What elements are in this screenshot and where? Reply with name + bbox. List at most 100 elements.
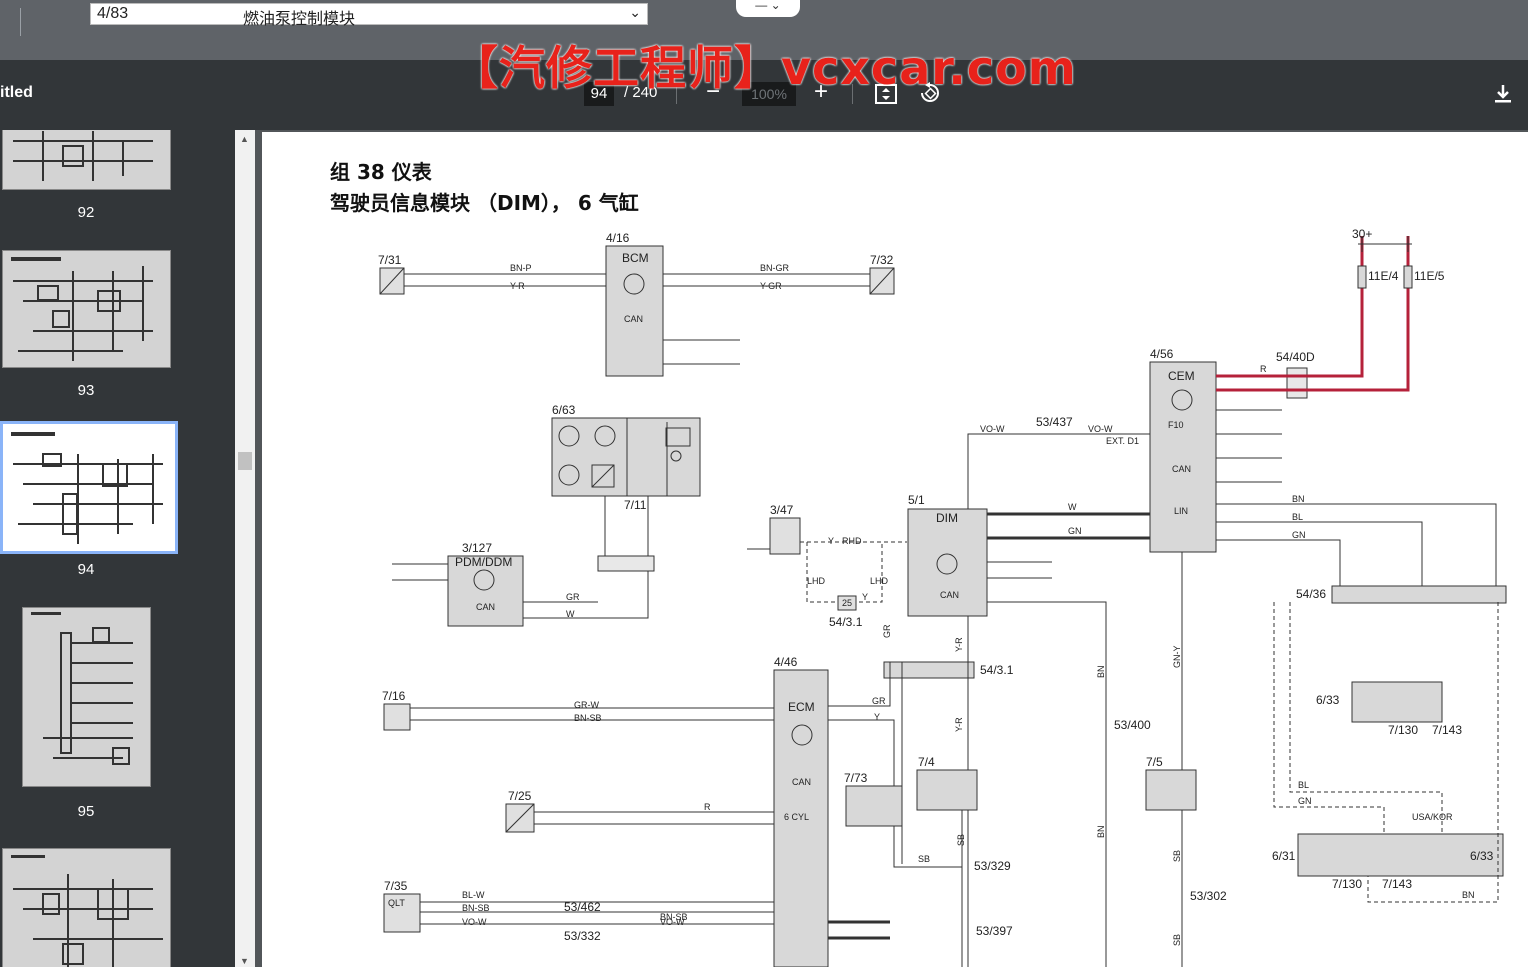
pdf-select-name: 燃油泵控制模块: [243, 11, 356, 28]
cem-name: CEM: [1168, 369, 1195, 383]
splice-label: 54/3.1: [829, 615, 863, 629]
gauge-ref: 6/63: [552, 403, 576, 417]
pdm-ref: 3/127: [462, 541, 492, 555]
divider: [676, 84, 677, 104]
wire-label: VO-W: [980, 424, 1005, 434]
wire-label: VO-W: [462, 917, 487, 927]
scroll-down-icon[interactable]: ▼: [240, 956, 249, 966]
floating-control[interactable]: — ⌄: [736, 0, 800, 17]
connector-label: 7/4: [918, 755, 935, 769]
cem-can: CAN: [1172, 464, 1191, 474]
bcm-ref: 4/16: [606, 231, 630, 245]
thumbnail-label: 95: [77, 803, 95, 820]
connector-label: 7/31: [378, 253, 402, 267]
wire-label: BN-GR: [760, 263, 790, 273]
thumbnail-page[interactable]: [2, 848, 171, 967]
connector-label: 7/16: [382, 689, 406, 703]
watermark: 【汽修工程师】vcxcar.com: [452, 41, 1077, 95]
thumbnail-sidebar: 92 93 94 95: [0, 130, 235, 967]
splice-label: 25: [842, 598, 852, 608]
wire-label: GN-Y: [1172, 646, 1182, 669]
fit-page-icon[interactable]: [875, 84, 897, 109]
ecm-can: CAN: [792, 777, 811, 787]
connector-label: 54/36: [1296, 587, 1326, 601]
zoom-input[interactable]: 100%: [742, 82, 796, 106]
ecm-cyl: 6 CYL: [784, 812, 809, 822]
wire-label: GR: [872, 696, 886, 706]
wire-label: Y-R: [510, 281, 525, 291]
page-number-input[interactable]: 94: [584, 82, 614, 106]
connector-label: 7/143: [1382, 877, 1412, 891]
pdm-module: [447, 555, 524, 627]
document-title: itled: [0, 84, 33, 101]
scrollbar-thumb[interactable]: [238, 452, 252, 470]
wire-label: BN: [1096, 825, 1106, 838]
gauge-subref: 7/11: [624, 498, 647, 512]
wire-label: BL: [1292, 512, 1303, 522]
connector-label: 7/35: [384, 879, 408, 893]
bcm-name: BCM: [622, 251, 649, 265]
wire-label: GR: [566, 592, 580, 602]
splice-label: 53/397: [976, 924, 1013, 938]
pdf-select-page: 4/83: [97, 5, 129, 22]
fuse-label: 11E/5: [1414, 269, 1445, 283]
connector-label: 7/130: [1332, 877, 1362, 891]
wire-label: LHD: [807, 576, 826, 586]
page-heading-group: 组 38 仪表: [330, 160, 432, 184]
cem-lin: LIN: [1174, 506, 1188, 516]
wire-label: BN-SB: [574, 713, 602, 723]
wire-label: VO-W: [1088, 424, 1113, 434]
cem-ref: 4/56: [1150, 347, 1174, 361]
wire-label: Y: [862, 592, 868, 602]
pdf-select[interactable]: 4/83 燃油泵控制模块 ⌄: [90, 3, 648, 28]
splice-label: 53/462: [564, 900, 601, 914]
power-label: 30+: [1352, 227, 1372, 241]
wire-label: GN: [1068, 526, 1082, 536]
dim-module: [907, 508, 988, 617]
wire-label: VO-W: [660, 917, 685, 927]
page-heading-title: 驾驶员信息模块 （DIM）， 6 气缸: [330, 191, 639, 215]
wire-label: Y: [828, 536, 834, 546]
connector-label: 7/32: [870, 253, 894, 267]
connector-label: 7/143: [1432, 723, 1462, 737]
download-icon[interactable]: [1494, 84, 1512, 109]
wire-label: BN: [1462, 890, 1475, 900]
pdf-toolbar: itled 94 / 240 − 100% +: [0, 60, 1528, 130]
cem-ext: EXT. D1: [1106, 436, 1139, 446]
splice-label: 53/302: [1190, 889, 1227, 903]
wire-label: GN: [1292, 530, 1306, 540]
connector-label: 6/33: [1470, 849, 1494, 863]
bcm-can: CAN: [624, 314, 643, 324]
wire-label: SB: [1172, 934, 1182, 946]
thumbnail-label: 93: [77, 382, 95, 399]
wire-label: RHD: [842, 536, 862, 546]
wire-label: BN-SB: [462, 903, 490, 913]
thumbnail-page-selected[interactable]: [0, 421, 178, 554]
scroll-up-icon[interactable]: ▲: [240, 134, 249, 144]
wire-label: SB: [956, 834, 966, 846]
thumbnail-page[interactable]: [22, 607, 151, 787]
wire-label: Y: [874, 712, 880, 722]
splice-label: 53/437: [1036, 415, 1073, 429]
connector-label: 7/5: [1146, 755, 1163, 769]
zoom-in-button[interactable]: +: [814, 78, 829, 105]
wire-label: Y-R: [954, 717, 964, 732]
wire-label: GN: [1298, 796, 1312, 806]
qlt-label: QLT: [388, 898, 405, 908]
sidebar-scrollbar[interactable]: [235, 130, 255, 967]
dim-ref: 5/1: [908, 493, 925, 507]
ecm-module: [773, 669, 829, 967]
zoom-out-button[interactable]: −: [706, 78, 721, 105]
top-bar: 4/83 燃油泵控制模块 ⌄ — ⌄: [0, 0, 1528, 60]
pdf-page: 组 38 仪表 驾驶员信息模块 （DIM）， 6 气缸: [262, 132, 1528, 967]
splice-label: 53/329: [974, 859, 1011, 873]
pdm-name: PDM/DDM: [455, 555, 512, 569]
divider: [852, 84, 853, 104]
wire-label: R: [704, 802, 711, 812]
wire-label: GR: [882, 624, 892, 638]
splice-label: 53/400: [1114, 718, 1151, 732]
thumbnail-page[interactable]: [2, 250, 171, 368]
rotate-icon[interactable]: [919, 82, 941, 109]
thumbnail-page[interactable]: [2, 130, 171, 190]
connector-label: 7/130: [1388, 723, 1418, 737]
